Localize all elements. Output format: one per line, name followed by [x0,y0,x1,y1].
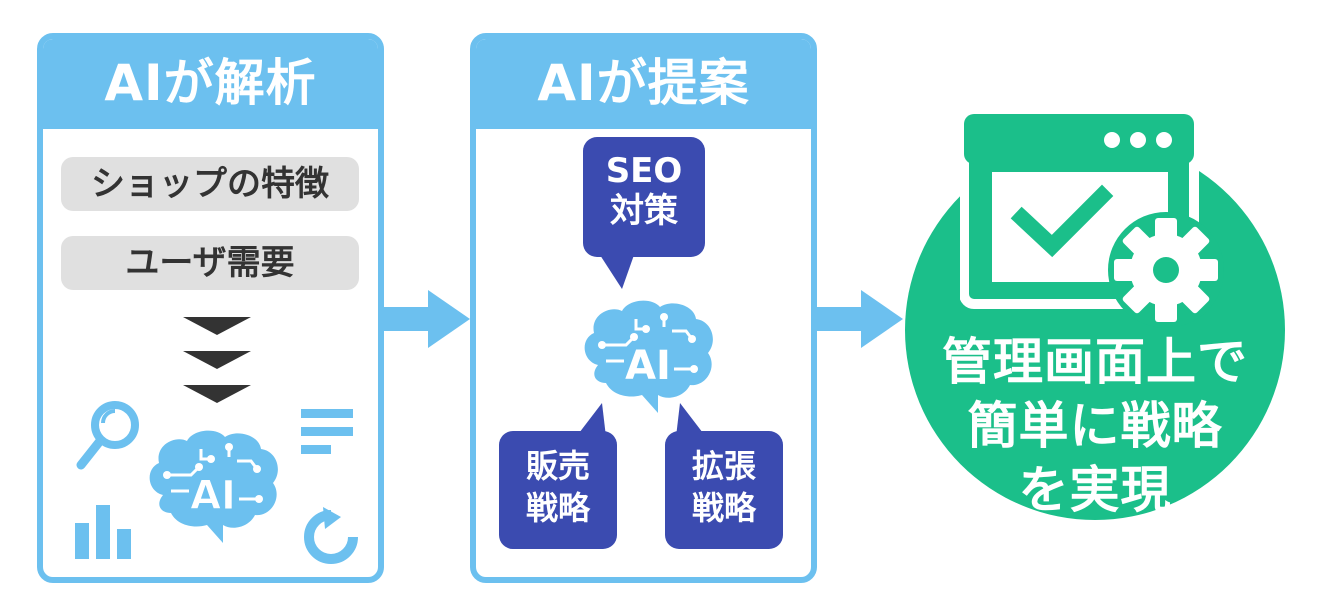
item-user-demand: ユーザ需要 [61,236,359,290]
panel-ai-analyze: AIが解析 ショップの特徴 ユーザ需要 [37,33,384,583]
ai-brain-icon: AI [584,300,713,413]
bar-chart-icon [75,505,131,559]
bubble-sales-line-1: 販売 [525,447,590,485]
panel-propose-title: AIが提案 [476,39,811,129]
refresh-icon [304,507,358,564]
bubble-seo-tail [600,255,634,289]
bubble-seo-strategy: SEO 対策 [583,137,705,257]
panel-analyze-title: AIが解析 [43,39,378,129]
checkmark-icon [1010,184,1114,258]
bubble-sales-line-2: 戦略 [525,489,590,527]
result-text: 管理画面上で 簡単に戦略 を実現 [905,330,1285,522]
item-shop-features: ショップの特徴 [61,157,359,211]
result-line-3: を実現 [1018,461,1172,519]
search-icon [76,401,139,470]
ai-label: AI [625,343,671,389]
flow-arrow-1 [384,290,470,348]
ai-brain-icon: AI [149,430,278,543]
bubble-expansion-tail [676,403,706,437]
menu-lines-icon [301,409,353,454]
browser-window-icon [960,110,1224,328]
ai-label: AI [190,473,236,519]
bubble-expansion-strategy: 拡張 戦略 [665,431,783,549]
flow-arrow-2 [817,290,903,348]
panel-ai-propose: AIが提案 SEO 対策 AI 販売 戦略 [470,33,817,583]
result-line-2: 簡単に戦略 [967,397,1223,455]
bubble-expansion-line-1: 拡張 [691,447,756,485]
bubble-seo-line-1: SEO [605,151,683,191]
bubble-seo-line-2: 対策 [610,191,678,231]
down-chevrons-icon [183,317,251,403]
gear-icon [1108,212,1224,328]
bubble-sales-strategy: 販売 戦略 [499,431,617,549]
bubble-sales-tail [576,403,606,437]
result-line-1: 管理画面上で [942,333,1248,391]
bubble-expansion-line-2: 戦略 [691,489,756,527]
